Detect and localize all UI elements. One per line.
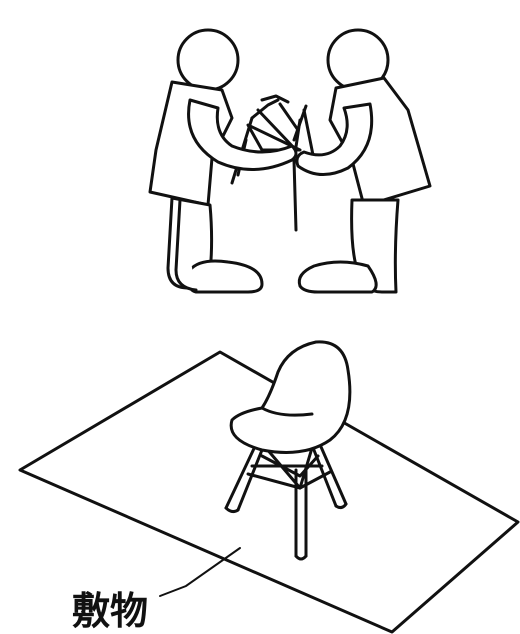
person-left [150, 30, 296, 292]
mat-label: 敷物 [72, 589, 148, 633]
chair-on-mat-illustration: 敷物 [20, 342, 518, 633]
carrying-chair-illustration [150, 30, 430, 292]
person-right [297, 30, 430, 292]
